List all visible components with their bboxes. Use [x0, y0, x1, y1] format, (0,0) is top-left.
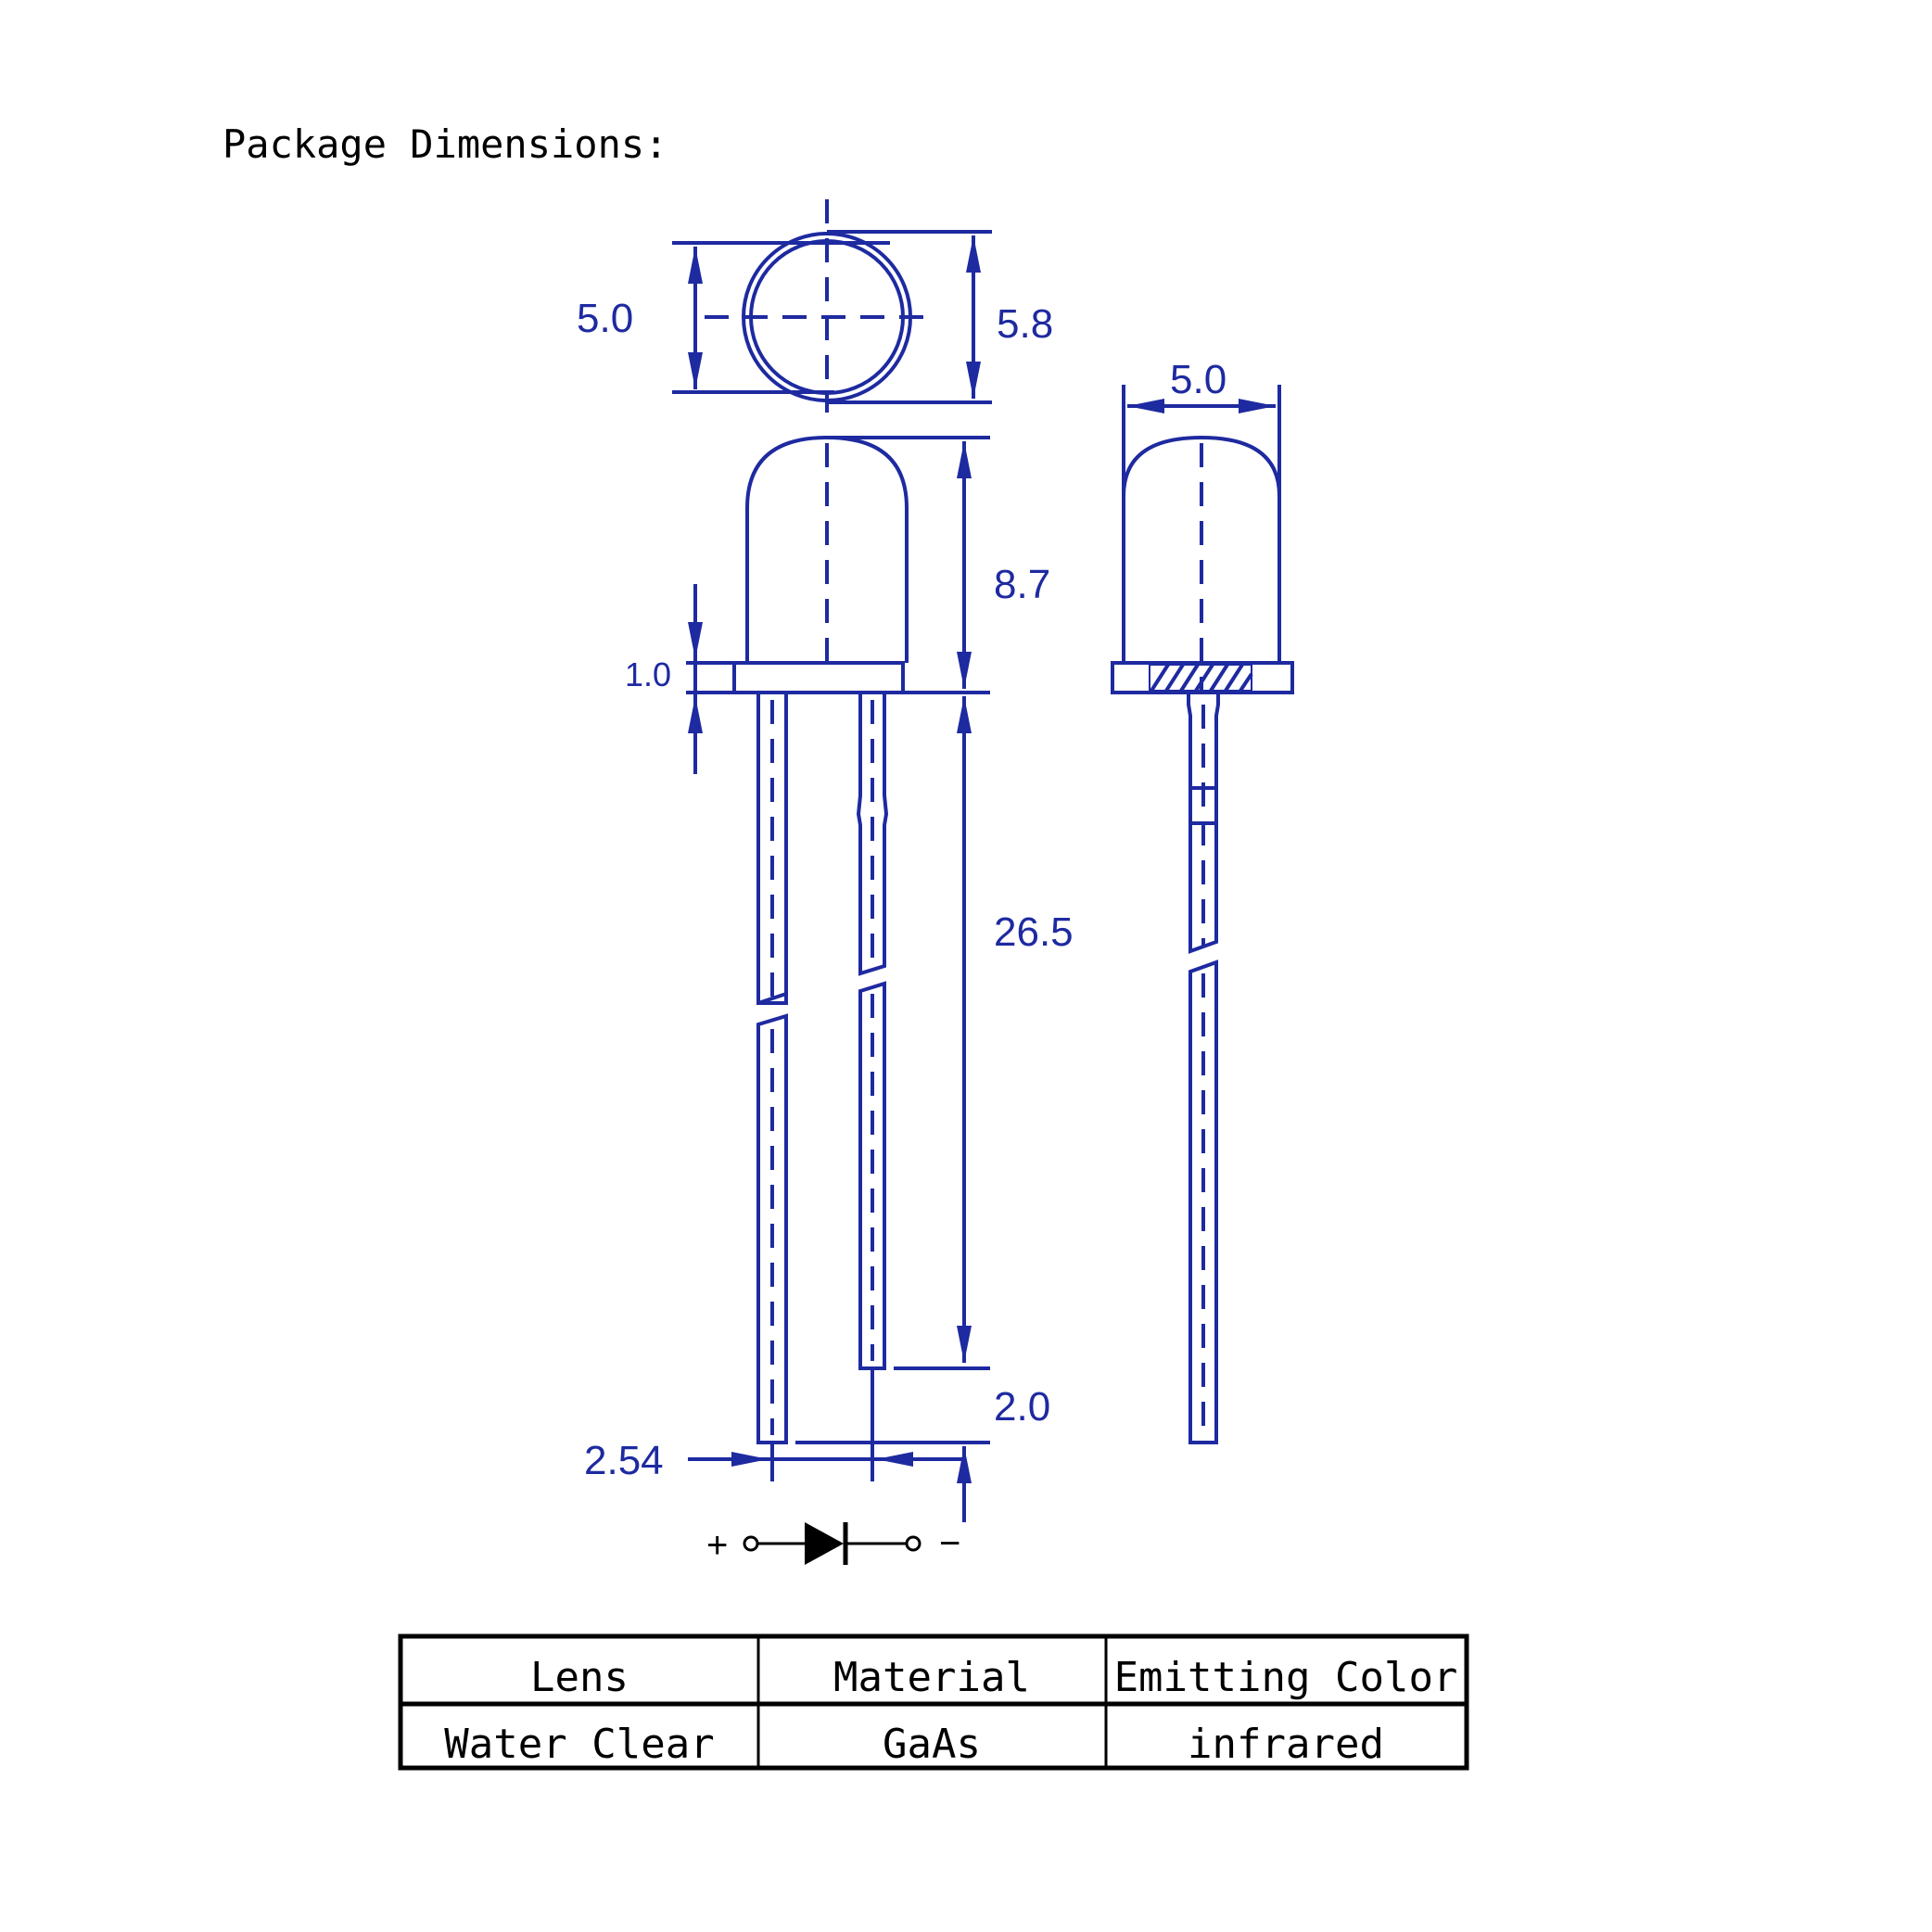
dim-top-outer: 5.8 — [997, 301, 1053, 347]
cell-emitting-color: infrared — [1188, 1721, 1384, 1768]
anode-mark: + — [706, 1525, 728, 1566]
dim-lead-length: 26.5 — [994, 909, 1074, 955]
dim-flange-height: 1.0 — [625, 655, 671, 693]
page-title: Package Dimensions: — [222, 121, 667, 167]
diode-triangle-icon — [805, 1522, 844, 1565]
cathode-mark: − — [939, 1523, 960, 1564]
cell-lens: Water Clear — [444, 1721, 714, 1768]
header-lens: Lens — [530, 1654, 629, 1701]
hatch-mark — [1150, 663, 1253, 693]
dim-lead-spacing: 2.54 — [584, 1438, 664, 1483]
front-view: 8.7 26.5 2.0 1.0 2.54 — [584, 435, 1074, 1522]
top-view: 5.0 5.8 — [577, 199, 1053, 413]
diode-symbol: + − — [706, 1522, 960, 1566]
dim-side-width: 5.0 — [1170, 357, 1227, 402]
dim-lead-offset: 2.0 — [994, 1384, 1050, 1430]
header-emitting-color: Emitting Color — [1114, 1654, 1458, 1701]
dim-top-inner: 5.0 — [577, 296, 633, 341]
header-material: Material — [833, 1654, 1030, 1701]
spec-table: Lens Material Emitting Color Water Clear… — [398, 1633, 1469, 1771]
dim-lens-height: 8.7 — [994, 562, 1050, 607]
side-view: 5.0 — [1111, 357, 1294, 1444]
cell-material: GaAs — [883, 1721, 981, 1768]
